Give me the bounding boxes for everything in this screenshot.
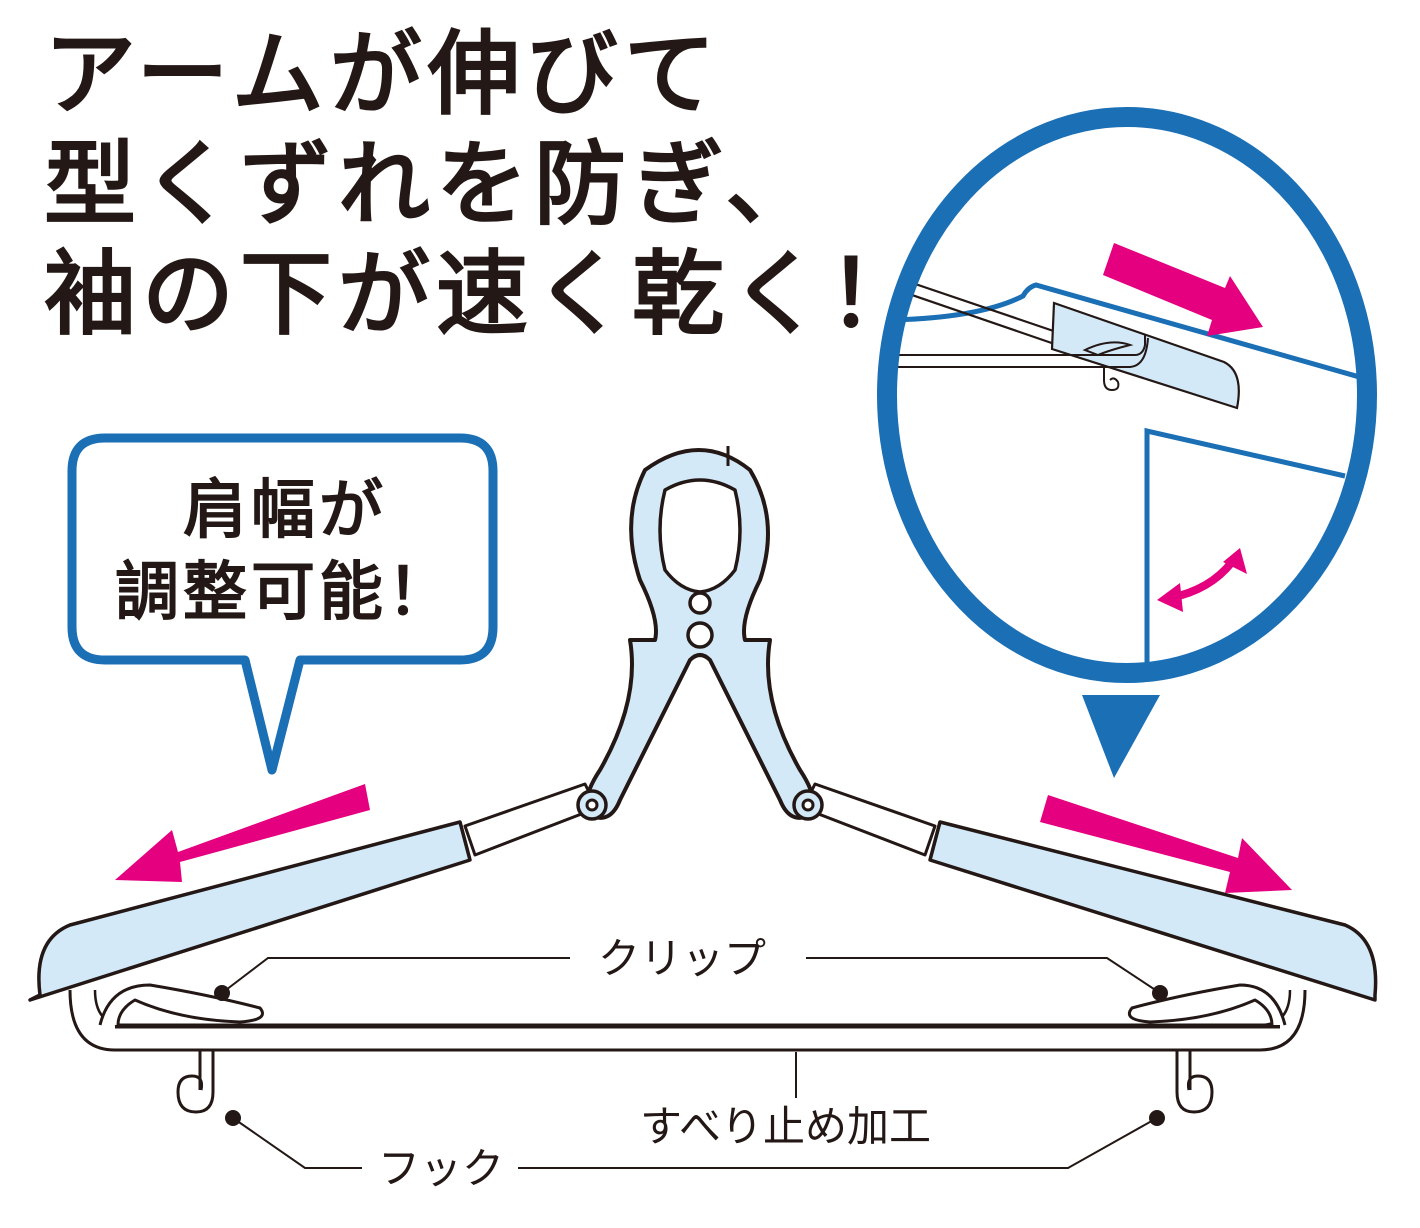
callout-line-1: 肩幅が bbox=[183, 474, 387, 548]
headline-line-1: アームが伸びて bbox=[44, 21, 722, 128]
headline-line-3: 袖の下が速く乾く！ bbox=[44, 241, 927, 348]
clip-left-icon bbox=[98, 983, 264, 1026]
hook-left-icon bbox=[176, 1050, 215, 1114]
headline-line-2: 型くずれを防ぎ、 bbox=[44, 131, 824, 238]
callout-bubble-text: 肩幅が 調整可能！ bbox=[100, 470, 470, 634]
arrow-right-extend-icon bbox=[1040, 795, 1292, 893]
extend-arrow-icon bbox=[1103, 243, 1263, 336]
label-anti-slip: すべり止め加工 bbox=[640, 1102, 932, 1151]
clip-right-icon bbox=[1127, 983, 1287, 1026]
leader-lines bbox=[221, 957, 1161, 1169]
callout-line-2: 調整可能！ bbox=[115, 556, 455, 630]
hanger bbox=[28, 446, 1378, 1114]
leader-dots bbox=[214, 985, 1168, 1126]
headline: アームが伸びて 型くずれを防ぎ、 袖の下が速く乾く！ bbox=[44, 20, 926, 350]
shoulder-width-speech-bubble bbox=[67, 433, 498, 775]
zoom-detail-circle bbox=[877, 107, 1377, 778]
arrow-left-extend-icon bbox=[115, 784, 370, 882]
label-clip: クリップ bbox=[598, 934, 767, 983]
hook-right-icon bbox=[1175, 1050, 1214, 1114]
label-hook: フック bbox=[378, 1144, 505, 1193]
